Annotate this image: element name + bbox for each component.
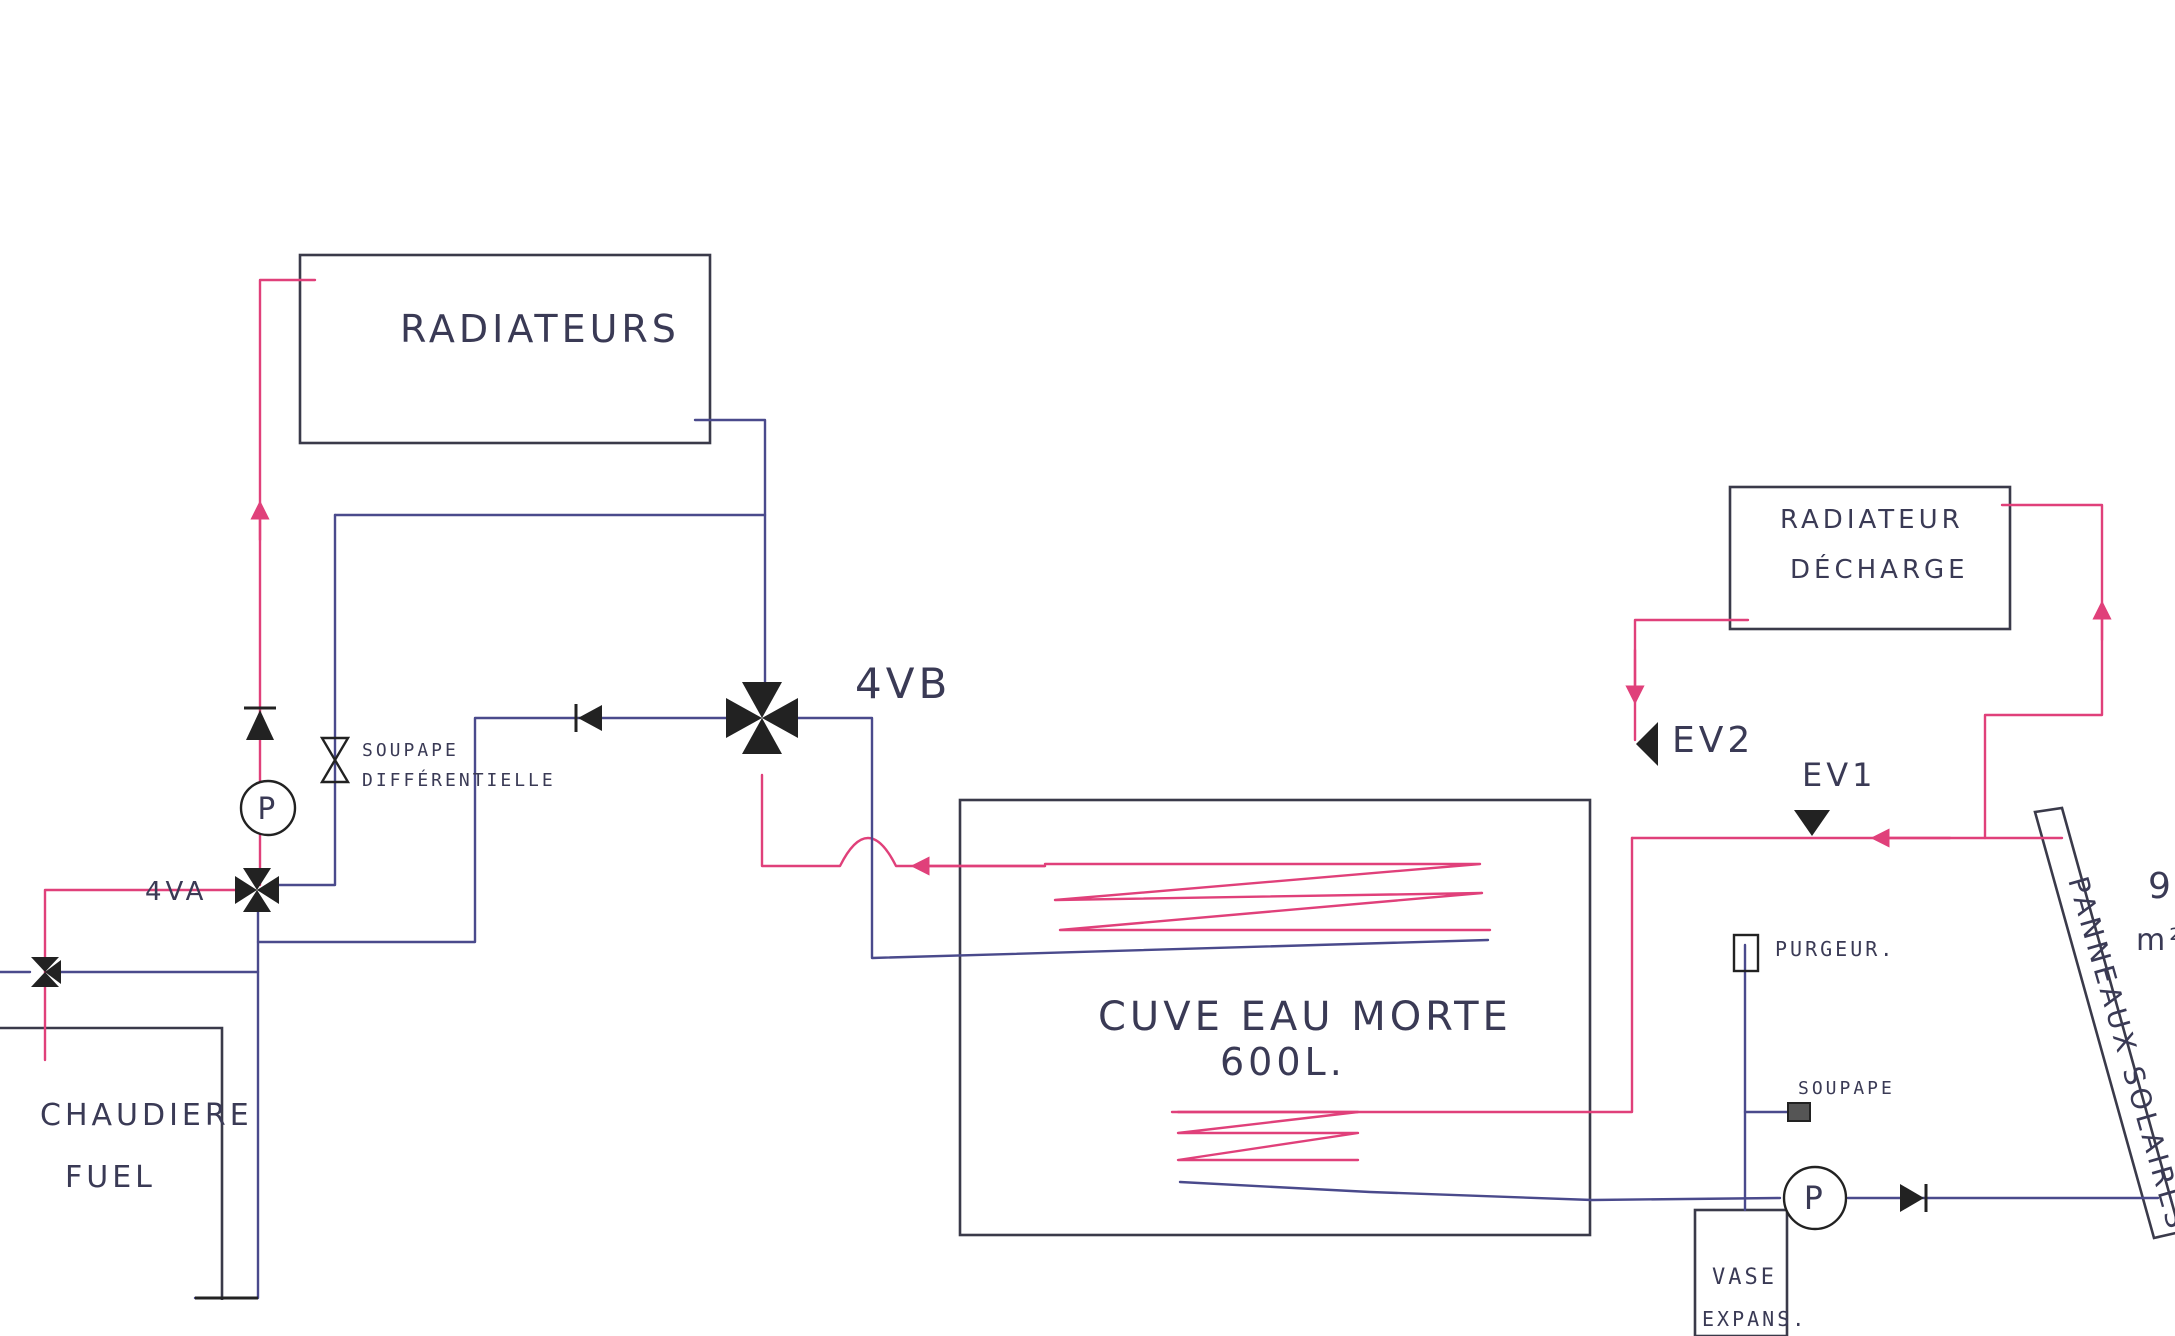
vase-expansion-label: VASE bbox=[1712, 1265, 1777, 1290]
pump-icon: P bbox=[239, 779, 297, 837]
purgeur-label: PURGEUR. bbox=[1775, 937, 1895, 961]
solenoid-valve-icon bbox=[1794, 810, 1830, 836]
solar-panel-box bbox=[2033, 806, 2175, 1240]
soupape-differentielle-label: SOUPAPE bbox=[362, 740, 459, 761]
pump-icon: P bbox=[1782, 1165, 1848, 1231]
panel-area-unit: m² bbox=[2136, 923, 2175, 958]
radiateur-decharge-label: RADIATEUR bbox=[1780, 505, 1964, 535]
valve-4va-label: 4VA bbox=[145, 877, 207, 907]
chaudiere-label: CHAUDIERE bbox=[40, 1098, 253, 1133]
solenoid-valve-icon bbox=[1636, 722, 1658, 766]
check-valve-icon bbox=[244, 706, 276, 740]
cuve-box bbox=[958, 798, 1592, 1237]
vase-expansion-label: EXPANS. bbox=[1702, 1307, 1807, 1331]
radiateurs-label: RADIATEURS bbox=[400, 307, 680, 351]
soupape-label: SOUPAPE bbox=[1798, 1078, 1895, 1099]
panel-area-label: 9 bbox=[2148, 866, 2175, 907]
ev1-label: EV1 bbox=[1802, 756, 1876, 794]
chaudiere-box bbox=[0, 1026, 224, 1300]
four-way-valve-icon bbox=[235, 868, 279, 912]
cuve-label: CUVE EAU MORTE bbox=[1098, 994, 1512, 1040]
ev2-label: EV2 bbox=[1672, 720, 1754, 761]
soupape-icon bbox=[1787, 1102, 1811, 1122]
check-valve-icon bbox=[1900, 1184, 1928, 1212]
soupape-differentielle-label: DIFFÉRENTIELLE bbox=[362, 769, 556, 791]
four-way-valve-icon bbox=[726, 682, 798, 754]
chaudiere-label: FUEL bbox=[65, 1160, 156, 1195]
pump-label: P bbox=[1804, 1179, 1826, 1217]
hot-pipes bbox=[43, 278, 2112, 1162]
pump-label: P bbox=[257, 792, 278, 827]
vase-expansion-box bbox=[1693, 1208, 1789, 1336]
radiateurs-box bbox=[298, 253, 712, 445]
soupape-differentielle-icon bbox=[319, 736, 351, 784]
check-valve-icon bbox=[574, 704, 602, 732]
three-way-valve-icon bbox=[31, 957, 61, 987]
radiateur-decharge-box bbox=[1728, 485, 2012, 631]
valve-4vb-label: 4VB bbox=[855, 659, 951, 708]
radiateur-decharge-label: DÉCHARGE bbox=[1790, 553, 1969, 585]
cuve-capacity-label: 600L. bbox=[1220, 1040, 1346, 1084]
purgeur-icon bbox=[1732, 933, 1760, 973]
cold-pipes bbox=[0, 418, 2160, 1300]
